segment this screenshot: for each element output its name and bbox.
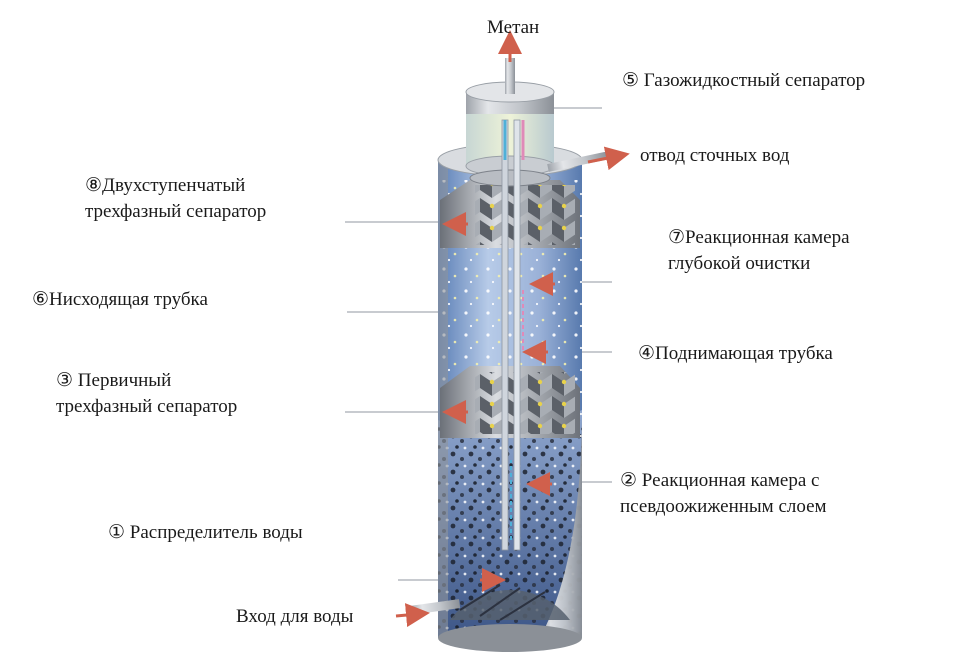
- label-fluidized-chamber-line2: псевдоожиженным слоем: [620, 496, 827, 517]
- label-gas-liquid-separator: ⑤ Газожидкостный сепаратор: [622, 70, 866, 91]
- label-primary-separator-line1: ③ Первичный: [56, 370, 172, 391]
- label-two-stage-separator: ⑧Двухступенчатый трехфазный сепаратор: [85, 173, 266, 225]
- label-deep-treatment-chamber-line1: ⑦Реакционная камера: [668, 227, 850, 248]
- label-deep-treatment-chamber-line2: глубокой очистки: [668, 253, 811, 274]
- label-primary-separator: ③ Первичный трехфазный сепаратор: [56, 368, 237, 420]
- two-stage-separator: [440, 169, 580, 248]
- label-riser: ④Поднимающая трубка: [638, 343, 833, 364]
- wastewater-outlet-pipe: [547, 146, 630, 172]
- flow-arrows: [442, 212, 555, 592]
- label-water-distributor: ① Распределитель воды: [108, 522, 303, 543]
- label-methane: Метан: [487, 17, 540, 38]
- label-deep-treatment-chamber: ⑦Реакционная камера глубокой очистки: [668, 225, 850, 277]
- label-primary-separator-line2: трехфазный сепаратор: [56, 396, 238, 417]
- label-fluidized-chamber-line1: ② Реакционная камера с: [620, 470, 820, 491]
- methane-outlet-pipe: [498, 30, 522, 94]
- water-distributor: [450, 584, 570, 621]
- label-water-inlet: Вход для воды: [236, 606, 354, 627]
- label-fluidized-chamber: ② Реакционная камера с псевдоожиженным с…: [620, 468, 827, 520]
- water-inlet-pipe: [395, 599, 461, 628]
- label-wastewater-outlet: отвод сточных вод: [640, 145, 790, 166]
- label-two-stage-separator-line2: трехфазный сепаратор: [85, 201, 267, 222]
- label-two-stage-separator-line1: ⑧Двухступенчатый: [85, 175, 246, 196]
- primary-separator: [440, 366, 580, 438]
- gas-liquid-separator: [465, 81, 555, 177]
- label-downcomer: ⑥Нисходящая трубка: [32, 289, 208, 310]
